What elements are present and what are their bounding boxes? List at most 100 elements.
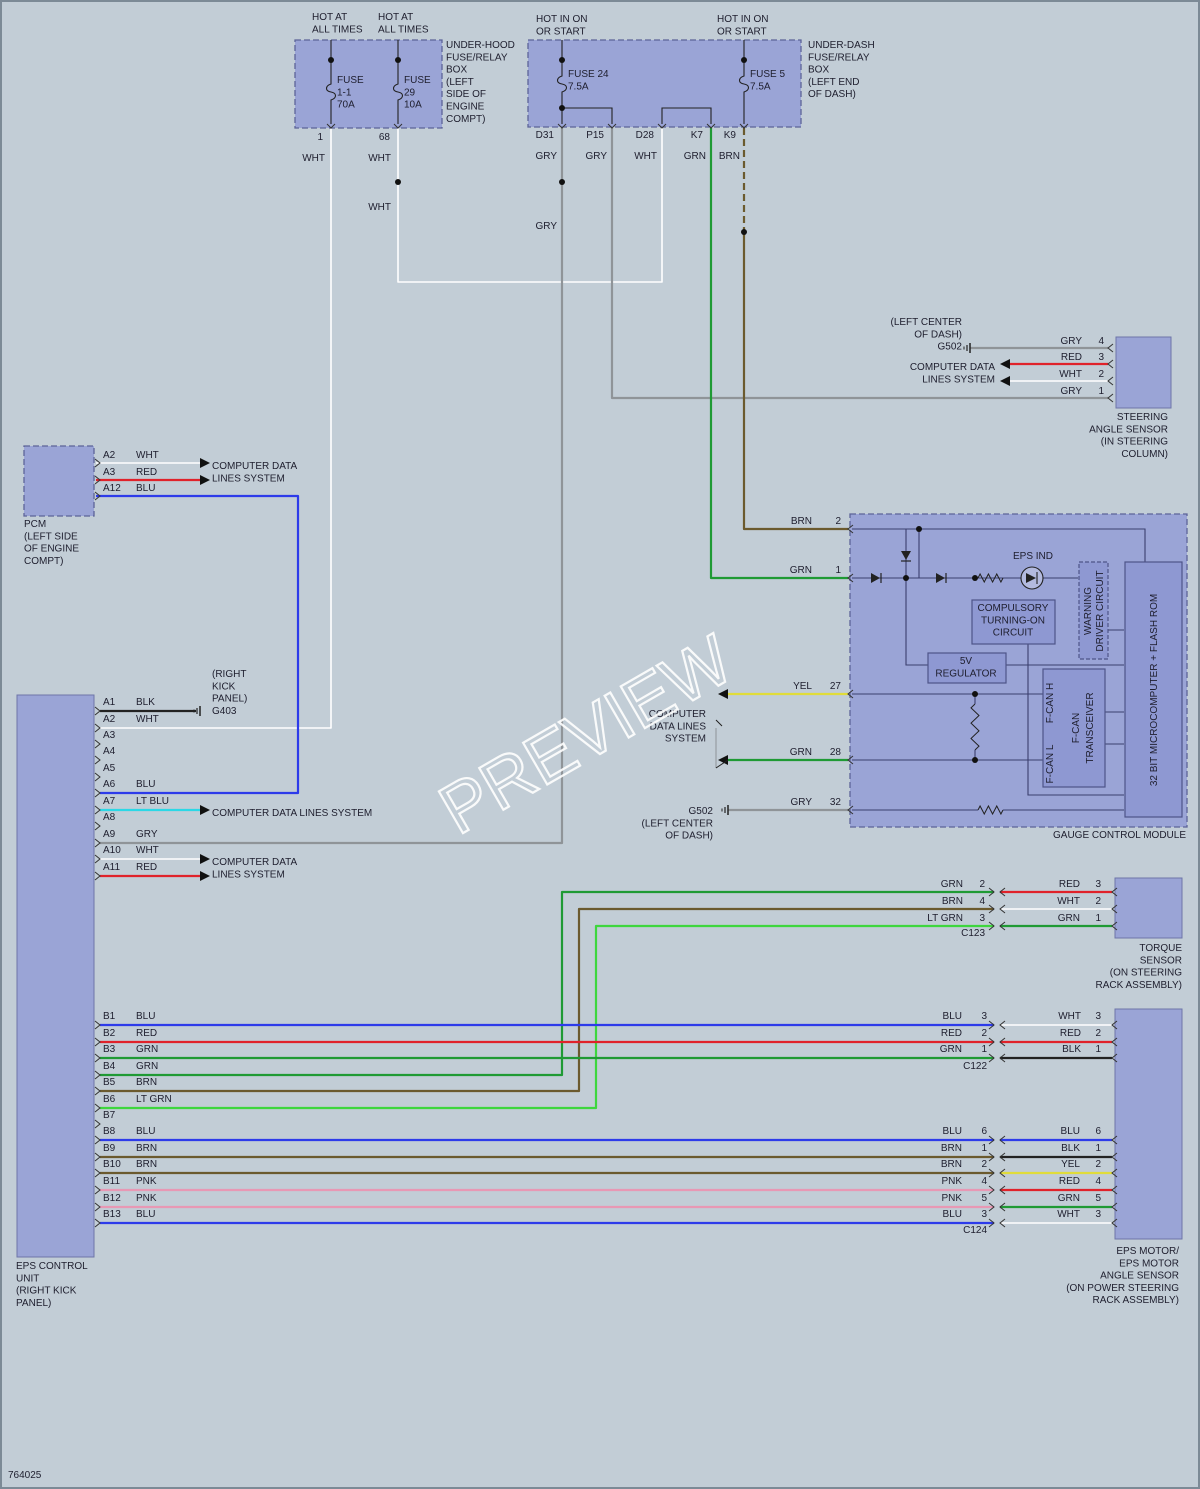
wire-eps-b6-to-c123 xyxy=(100,924,994,1110)
terminal-icon xyxy=(94,458,101,468)
wire-color-label: GRN xyxy=(790,747,812,758)
computer-data-lines-label-line: COMPUTER DATA xyxy=(212,857,298,868)
computer-data-lines-label-line: COMPUTER DATA xyxy=(910,362,996,373)
fuse-icon xyxy=(556,60,568,108)
terminal-icon xyxy=(1111,904,1118,914)
terminal-icon xyxy=(847,755,854,765)
wire-color-label: GRN xyxy=(940,1044,962,1055)
wire-color-label: BLU xyxy=(136,483,155,494)
dash-hot2-label-line: OR START xyxy=(717,26,767,37)
terminal-icon xyxy=(1111,1037,1118,1047)
wire-p15-to-steering xyxy=(610,128,1108,400)
eps-pin-label: B6 xyxy=(103,1094,116,1105)
wire-color-label: BLU xyxy=(136,1011,155,1022)
wire-eps-b5-to-c123 xyxy=(100,907,994,1093)
terminal-icon xyxy=(94,821,101,831)
terminal-icon xyxy=(847,573,854,583)
eps-pin-label: B9 xyxy=(103,1143,116,1154)
eps-pin-label: A6 xyxy=(103,779,116,790)
fuse-5-label-line: FUSE 5 xyxy=(750,69,785,80)
pin-number-label: 2 xyxy=(981,1028,987,1039)
arrow-right-icon xyxy=(200,458,210,468)
wire-fuse29-to-d28 xyxy=(397,128,663,283)
terminal-icon xyxy=(657,123,667,129)
under-dash-fuse-box-label-line: (LEFT END xyxy=(808,77,860,88)
warning-driver-label: DRIVER CIRCUIT xyxy=(1095,570,1106,651)
terminal-icon xyxy=(988,1152,995,1162)
wire-color-label: GRN xyxy=(136,1061,158,1072)
wire-color-label: BLU xyxy=(136,1209,155,1220)
terminal-icon xyxy=(1111,1135,1118,1145)
eps-control-unit-label-line: (RIGHT KICK xyxy=(16,1286,77,1297)
fuse-icon xyxy=(738,60,750,108)
wire-color-label: WHT xyxy=(1057,1209,1080,1220)
terminal-icon xyxy=(999,904,1006,914)
terminal-icon xyxy=(988,904,995,914)
wire-color-label: BRN xyxy=(136,1159,157,1170)
eps-pin-label: A9 xyxy=(103,829,116,840)
eps-pin-label: B7 xyxy=(103,1110,116,1121)
fuse-29-label-line: 10A xyxy=(404,100,422,111)
terminal-icon xyxy=(326,123,336,129)
pin-number-label: 2 xyxy=(979,879,985,890)
wire-color-label: YEL xyxy=(793,681,812,692)
terminal-icon xyxy=(94,1119,101,1129)
terminal-icon xyxy=(1111,1218,1118,1228)
wire-color-label: BLU xyxy=(943,1126,962,1137)
wire-color-label: GRY xyxy=(136,829,158,840)
pcm-pin-label: A2 xyxy=(103,450,116,461)
splice-dot xyxy=(972,691,978,697)
terminal-icon xyxy=(999,1202,1006,1212)
compulsory-turning-on-label-line: TURNING-ON xyxy=(981,615,1045,626)
eps-ind-label: EPS IND xyxy=(1013,551,1053,562)
fuse-24-label-line: FUSE 24 xyxy=(568,69,609,80)
pin-number-label: 1 xyxy=(1095,913,1101,924)
wire-color-label: PNK xyxy=(136,1193,157,1204)
splice-dot xyxy=(972,575,978,581)
fuse-29-label-line: 29 xyxy=(404,87,416,98)
wire-color-label: BRN xyxy=(136,1077,157,1088)
under-dash-fuse-box-label-line: BOX xyxy=(808,65,829,76)
terminal-icon xyxy=(94,1070,101,1080)
hood-hot1-label-line: HOT AT xyxy=(312,12,347,23)
warning-driver-label: WARNING xyxy=(1083,587,1094,635)
terminal-icon xyxy=(94,755,101,765)
under-dash-fuse-box-label-line: FUSE/RELAY xyxy=(808,52,870,63)
terminal-icon xyxy=(94,1202,101,1212)
wire-d31-to-eps-a10 xyxy=(100,128,564,845)
pcm-pin-label: A3 xyxy=(103,467,116,478)
pin-number-label: 3 xyxy=(981,1209,987,1220)
terminal-icon xyxy=(94,854,101,864)
terminal-icon xyxy=(988,1185,995,1195)
g502-ground-label-line: (LEFT CENTER xyxy=(642,818,714,829)
wire-color-label: WHT xyxy=(1059,369,1082,380)
arrow-right-icon xyxy=(200,805,210,815)
pin-number-label: 5 xyxy=(1095,1193,1101,1204)
wire-color-label: GRN xyxy=(1058,1193,1080,1204)
wire-color-label: BRN xyxy=(941,1159,962,1170)
wire-k7-to-gauge-1 xyxy=(709,128,848,580)
connector-c122-label: C122 xyxy=(963,1061,987,1072)
pin-number-label: 1 xyxy=(1095,1143,1101,1154)
terminal-icon xyxy=(94,1037,101,1047)
computer-data-lines-label-line: DATA LINES xyxy=(650,721,707,732)
torque-sensor-label-line: TORQUE xyxy=(1139,943,1182,954)
dash-pin-K7-label: K7 xyxy=(691,130,704,141)
eps-pin-label: B2 xyxy=(103,1028,116,1039)
torque-sensor-label-line: RACK ASSEMBLY) xyxy=(1095,980,1182,991)
computer-data-lines-label-line: COMPUTER DATA xyxy=(212,461,298,472)
pin-number-label: 28 xyxy=(830,747,842,758)
fuse-1-1-label-line: FUSE xyxy=(337,75,364,86)
terminal-icon xyxy=(94,1152,101,1162)
computer-data-lines-label-line: COMPUTER xyxy=(649,709,706,720)
terminal-icon xyxy=(999,1218,1006,1228)
hood-hot2-label-line: ALL TIMES xyxy=(378,24,429,35)
wire-color-label: WHT xyxy=(302,153,325,164)
wire-color-label: GRY xyxy=(536,221,558,232)
wire-color-label: RED xyxy=(1061,352,1082,363)
pin-number-label: 2 xyxy=(1095,1159,1101,1170)
g403-ground-label-line: KICK xyxy=(212,681,236,692)
computer-data-lines-label-line: LINES SYSTEM xyxy=(212,869,285,880)
terminal-icon xyxy=(847,524,854,534)
under-hood-fuse-box-label-line: BOX xyxy=(446,65,467,76)
